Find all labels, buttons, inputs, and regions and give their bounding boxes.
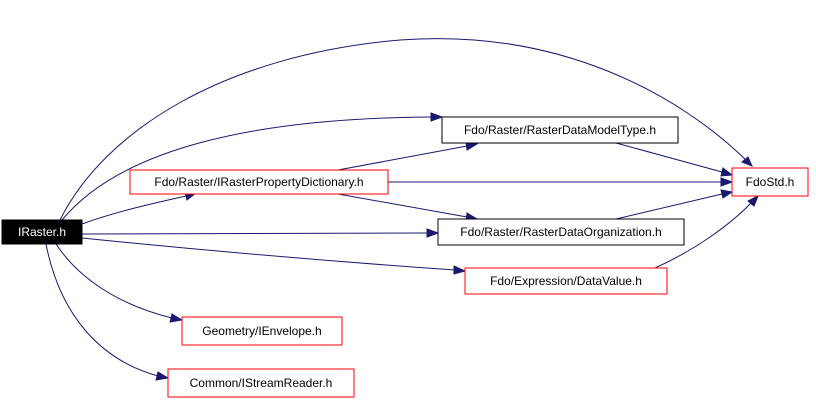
arrowhead-iraster-to-ienvelope xyxy=(169,313,184,323)
node-label-istreamreader: Common/IStreamReader.h xyxy=(190,376,333,390)
node-label-datavalue: Fdo/Expression/DataValue.h xyxy=(490,274,642,288)
node-fdostd[interactable]: FdoStd.h xyxy=(731,167,809,197)
arrowhead-datavalue-to-fdostd xyxy=(747,194,759,207)
arrowhead-rasterdataorg-to-fdostd xyxy=(720,189,734,199)
node-istreamreader[interactable]: Common/IStreamReader.h xyxy=(167,368,355,398)
edge-datavalue-to-fdostd xyxy=(654,201,753,269)
edge-iraster-to-fdostd xyxy=(59,38,749,221)
edge-rasterdatamodeltype-to-fdostd xyxy=(615,142,723,173)
node-label-rasterdataorg: Fdo/Raster/RasterDataOrganization.h xyxy=(460,225,661,239)
edge-iraster-to-ienvelope xyxy=(55,243,173,319)
node-label-ienvelope: Geometry/IEnvelope.h xyxy=(202,324,321,338)
edge-iraster-to-rasterdataorg xyxy=(81,232,429,235)
edges xyxy=(45,38,759,381)
edge-iraster-to-istreamreader xyxy=(45,243,159,377)
node-irasterpropdict[interactable]: Fdo/Raster/IRasterPropertyDictionary.h xyxy=(129,169,389,195)
arrowhead-iraster-to-rasterdatamodeltype xyxy=(430,112,444,122)
arrowhead-iraster-to-istreamreader xyxy=(155,371,170,381)
node-label-irasterpropdict: Fdo/Raster/IRasterPropertyDictionary.h xyxy=(154,175,363,189)
edge-irasterpropdict-to-rasterdatamodeltype xyxy=(337,145,468,171)
node-iraster[interactable]: IRaster.h xyxy=(1,219,83,245)
node-rasterdataorg[interactable]: Fdo/Raster/RasterDataOrganization.h xyxy=(437,218,685,246)
arrowhead-rasterdatamodeltype-to-fdostd xyxy=(720,167,734,177)
node-ienvelope[interactable]: Geometry/IEnvelope.h xyxy=(181,316,343,346)
arrowhead-iraster-to-datavalue xyxy=(453,265,467,275)
node-rasterdatamodeltype[interactable]: Fdo/Raster/RasterDataModelType.h xyxy=(441,116,679,144)
node-datavalue[interactable]: Fdo/Expression/DataValue.h xyxy=(464,267,668,295)
arrowhead-iraster-to-fdostd xyxy=(741,156,753,167)
edge-rasterdataorg-to-fdostd xyxy=(615,193,723,220)
node-label-iraster: IRaster.h xyxy=(18,225,66,239)
nodes: IRaster.h Fdo/Raster/IRasterPropertyDict… xyxy=(1,116,809,398)
edge-iraster-to-datavalue xyxy=(81,237,456,271)
node-label-fdostd: FdoStd.h xyxy=(746,175,795,189)
edge-iraster-to-rasterdatamodeltype xyxy=(61,116,433,221)
node-label-rasterdatamodeltype: Fdo/Raster/RasterDataModelType.h xyxy=(464,123,656,137)
arrowhead-irasterpropdict-to-fdostd xyxy=(720,177,734,187)
edge-irasterpropdict-to-rasterdataorg xyxy=(337,193,468,218)
arrowhead-iraster-to-rasterdataorg xyxy=(426,228,440,238)
edge-iraster-to-irasterpropdict xyxy=(81,195,187,225)
